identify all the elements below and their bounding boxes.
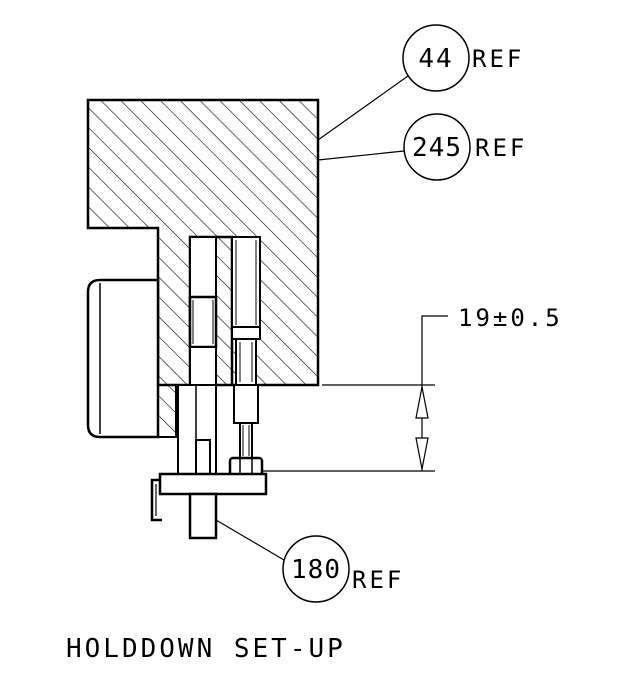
balloon-245: 245 REF bbox=[317, 113, 527, 181]
balloon-180-suffix: REF bbox=[352, 566, 404, 594]
balloon-245-suffix: REF bbox=[475, 134, 527, 162]
right-post bbox=[228, 236, 264, 495]
balloon-44-number: 44 bbox=[418, 44, 453, 74]
block-lower-lip bbox=[157, 384, 177, 438]
dimension-text: 19±0.5 bbox=[458, 304, 563, 332]
balloon-44-suffix: REF bbox=[472, 45, 524, 73]
clamp-arm bbox=[150, 472, 268, 540]
left-post bbox=[177, 236, 218, 496]
balloon-180: 180 REF bbox=[215, 519, 404, 603]
balloon-180-number: 180 bbox=[291, 555, 341, 585]
balloon-245-number: 245 bbox=[412, 133, 462, 163]
dimension-19: 19±0.5 bbox=[262, 304, 563, 472]
balloon-44: 44 REF bbox=[317, 24, 524, 141]
drawing-caption: HOLDDOWN SET-UP bbox=[66, 634, 346, 664]
side-plate bbox=[86, 278, 160, 439]
